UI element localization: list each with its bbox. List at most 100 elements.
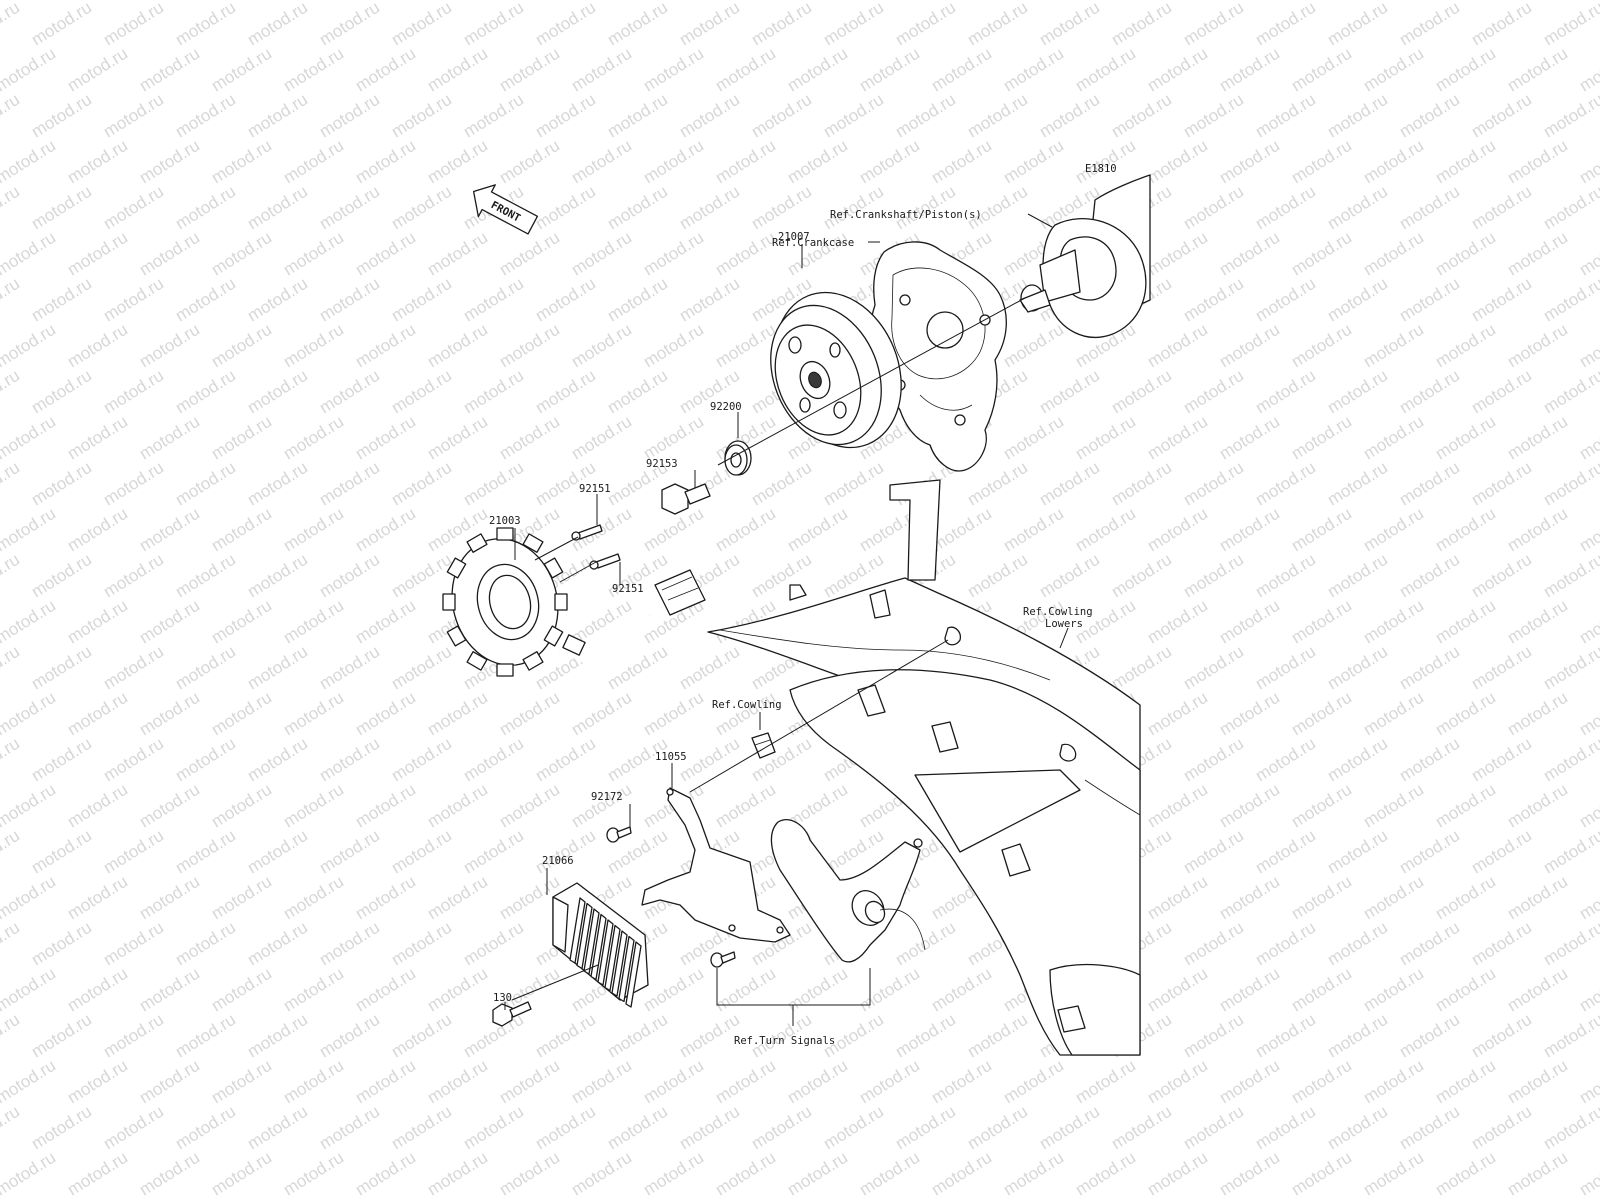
regulator-fin — [569, 897, 586, 964]
watermark-text: motod.ru — [1252, 90, 1319, 142]
watermark-text: motod.ru — [712, 0, 779, 3]
watermark-text: motod.ru — [604, 0, 671, 49]
watermark-text: motod.ru — [1468, 366, 1535, 418]
part-labels: E1810 Ref.Crankshaft/Piston(s) Ref.Crank… — [489, 163, 1117, 1047]
watermark-text: motod.ru — [0, 642, 23, 694]
label-ref-cowling: Ref.Cowling — [712, 699, 782, 711]
watermark-text: motod.ru — [856, 964, 923, 1016]
watermark-text: motod.ru — [280, 320, 347, 372]
watermark-text: motod.ru — [172, 90, 239, 142]
watermark-text: motod.ru — [1540, 550, 1600, 602]
watermark-text: motod.ru — [208, 872, 275, 924]
watermark-text: motod.ru — [0, 1056, 59, 1108]
watermark-text: motod.ru — [712, 1056, 779, 1108]
watermark-text: motod.ru — [892, 0, 959, 49]
watermark-text: motod.ru — [892, 90, 959, 142]
watermark-text: motod.ru — [1324, 274, 1391, 326]
screw-92172 — [606, 826, 632, 843]
watermark-text: motod.ru — [1396, 274, 1463, 326]
watermark-text: motod.ru — [28, 1102, 95, 1154]
watermark-text: motod.ru — [424, 1056, 491, 1108]
watermark-text: motod.ru — [1432, 0, 1499, 3]
watermark-text: motod.ru — [1576, 320, 1600, 372]
watermark-text: motod.ru — [352, 780, 419, 832]
watermark-text: motod.ru — [1252, 550, 1319, 602]
watermark-text: motod.ru — [1396, 1102, 1463, 1154]
watermark-text: motod.ru — [784, 964, 851, 1016]
label-ref-turn-signals: Ref.Turn Signals — [734, 1035, 835, 1047]
watermark-text: motod.ru — [0, 1102, 23, 1154]
watermark-text: motod.ru — [388, 1102, 455, 1154]
watermark-text: motod.ru — [28, 182, 95, 234]
watermark-text: motod.ru — [1288, 872, 1355, 924]
watermark-text: motod.ru — [532, 90, 599, 142]
watermark-text: motod.ru — [172, 458, 239, 510]
watermark-text: motod.ru — [352, 504, 419, 556]
watermark-text: motod.ru — [0, 228, 59, 280]
watermark-text: motod.ru — [1216, 136, 1283, 188]
watermark-text: motod.ru — [172, 1102, 239, 1154]
watermark-text: motod.ru — [1216, 44, 1283, 96]
watermark-text: motod.ru — [172, 0, 239, 49]
watermark-text: motod.ru — [1540, 458, 1600, 510]
watermark-text: motod.ru — [1144, 320, 1211, 372]
watermark-text: motod.ru — [568, 688, 635, 740]
watermark-text: motod.ru — [1072, 44, 1139, 96]
watermark-text: motod.ru — [1072, 412, 1139, 464]
label-92200: 92200 — [710, 401, 742, 413]
watermark-text: motod.ru — [1108, 458, 1175, 510]
watermark-text: motod.ru — [712, 780, 779, 832]
watermark-text: motod.ru — [1432, 780, 1499, 832]
label-92151-bottom: 92151 — [612, 583, 644, 595]
watermark-text: motod.ru — [928, 1148, 995, 1200]
watermark-text: motod.ru — [1180, 734, 1247, 786]
watermark-text: motod.ru — [1000, 1148, 1067, 1200]
watermark-text: motod.ru — [604, 182, 671, 234]
watermark-text: motod.ru — [1504, 964, 1571, 1016]
watermark-text: motod.ru — [712, 504, 779, 556]
watermark-text: motod.ru — [856, 1056, 923, 1108]
watermark-text: motod.ru — [64, 0, 131, 3]
watermark-text: motod.ru — [1144, 136, 1211, 188]
watermark-text: motod.ru — [64, 780, 131, 832]
watermark-text: motod.ru — [316, 918, 383, 970]
watermark-text: motod.ru — [640, 964, 707, 1016]
watermark-text: motod.ru — [1072, 1148, 1139, 1200]
stator-tooth — [543, 625, 564, 647]
watermark-text: motod.ru — [172, 918, 239, 970]
watermark-text: motod.ru — [1432, 1056, 1499, 1108]
watermark-text: motod.ru — [1144, 44, 1211, 96]
watermark-text: motod.ru — [1360, 780, 1427, 832]
watermark-text: motod.ru — [1504, 412, 1571, 464]
watermark-text: motod.ru — [1540, 1102, 1600, 1154]
watermark-text: motod.ru — [1216, 688, 1283, 740]
watermark-text: motod.ru — [1288, 320, 1355, 372]
watermark-text: motod.ru — [1180, 90, 1247, 142]
watermark-text: motod.ru — [28, 734, 95, 786]
watermark-text: motod.ru — [280, 964, 347, 1016]
watermark-text: motod.ru — [280, 504, 347, 556]
watermark-text: motod.ru — [1468, 1010, 1535, 1062]
watermark-text: motod.ru — [388, 366, 455, 418]
watermark-text: motod.ru — [352, 412, 419, 464]
watermark-text: motod.ru — [1252, 0, 1319, 49]
watermark-text: motod.ru — [460, 734, 527, 786]
watermark-text: motod.ru — [568, 0, 635, 3]
watermark-text: motod.ru — [424, 964, 491, 1016]
watermark-text: motod.ru — [1360, 872, 1427, 924]
watermark-text: motod.ru — [1396, 642, 1463, 694]
watermark-text: motod.ru — [100, 0, 167, 49]
watermark-text: motod.ru — [172, 826, 239, 878]
watermark-text: motod.ru — [208, 228, 275, 280]
watermark-text: motod.ru — [460, 274, 527, 326]
watermark-text: motod.ru — [1468, 182, 1535, 234]
regulator-fin — [597, 919, 614, 986]
watermark-text: motod.ru — [676, 0, 743, 49]
watermark-text: motod.ru — [856, 1148, 923, 1200]
watermark-text: motod.ru — [1216, 320, 1283, 372]
watermark-text: motod.ru — [64, 596, 131, 648]
watermark-text: motod.ru — [280, 1056, 347, 1108]
stator-tooth — [496, 663, 514, 677]
watermark-text: motod.ru — [1288, 0, 1355, 3]
